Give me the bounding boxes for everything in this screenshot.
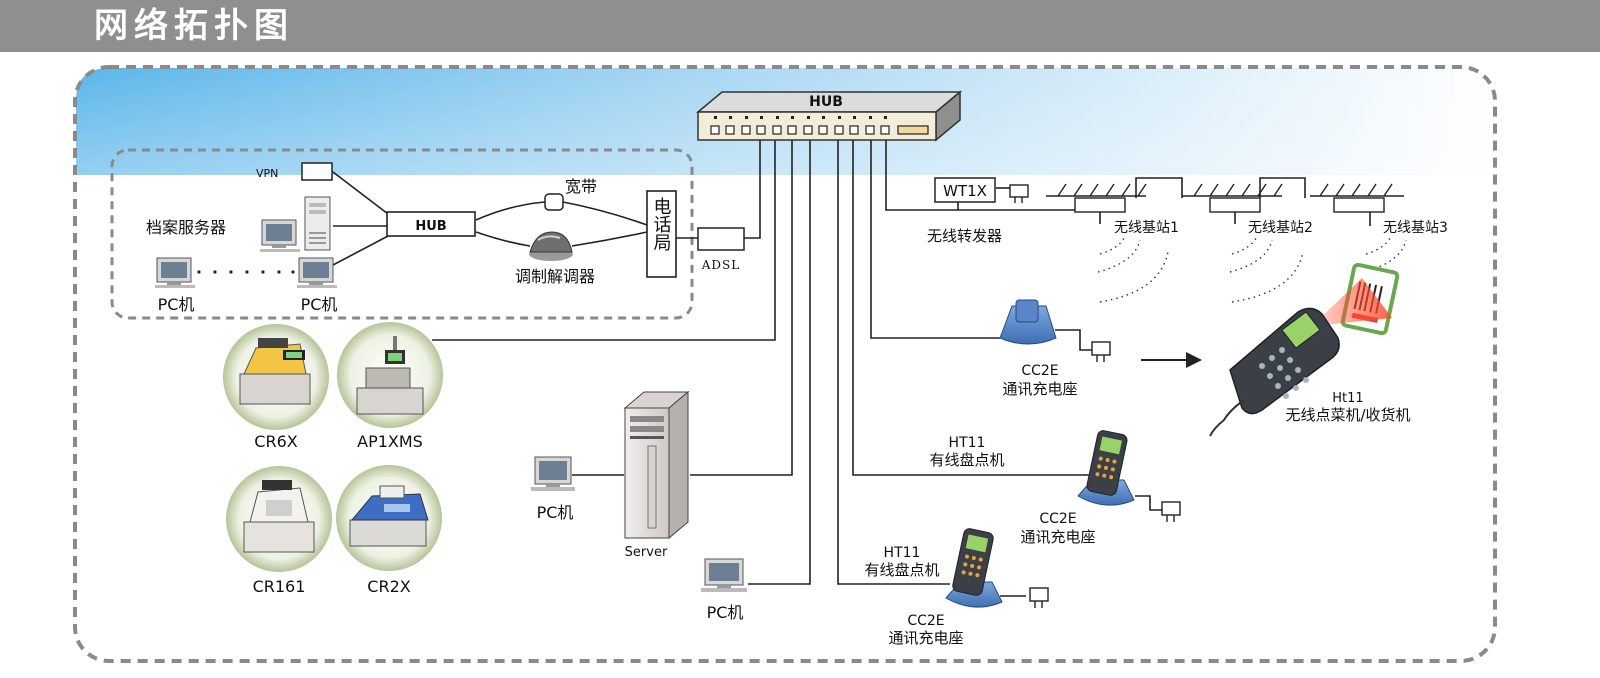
- ap1xms-register-icon: [356, 336, 424, 415]
- cr6x-register-icon: [239, 338, 311, 405]
- wired-2-device-icon: [945, 528, 1003, 608]
- server-pc-icon: [531, 456, 575, 491]
- broadband-box: [544, 193, 564, 211]
- vpn-box: [301, 162, 333, 181]
- base-station-1-icon: [1046, 183, 1147, 213]
- pc-left-icon: [155, 257, 195, 288]
- lan-dashed-frame: [110, 148, 694, 320]
- pc-right-icon: [297, 257, 337, 288]
- base-station-2-icon: [1182, 183, 1283, 213]
- adsl-label: ADSL: [701, 258, 740, 272]
- page-title: 网络拓扑图: [94, 6, 294, 46]
- pos-group: CR6X AP1XMS CR161 CR2X: [223, 322, 443, 596]
- bottom-pc-label: PC机: [707, 603, 744, 622]
- wired-1-model: HT11: [949, 435, 986, 451]
- server-label: Server: [625, 545, 668, 560]
- scan-beam: [1312, 278, 1392, 326]
- adsl-box: [697, 227, 745, 251]
- lan-hub-box: [386, 211, 476, 237]
- pc-ellipsis: [197, 270, 295, 274]
- telecom-box: [646, 190, 677, 278]
- cr2x-label: CR2X: [367, 577, 410, 596]
- wt1x-box: [934, 177, 996, 203]
- base-station-1-label: 无线基站1: [1114, 219, 1179, 236]
- header-bar: 网络拓扑图: [0, 0, 1600, 52]
- rack-server-icon: [623, 390, 690, 540]
- wireless-group: WT1X 无线转发器: [927, 177, 1448, 303]
- handheld-scanner-icon: [1209, 307, 1340, 437]
- cr161-register-icon: [243, 480, 315, 553]
- handheld-model: Ht11: [1332, 391, 1363, 406]
- wired-2-model: HT11: [884, 545, 921, 561]
- cr2x-register-icon: [349, 485, 429, 547]
- base-station-3-icon: [1310, 183, 1404, 213]
- handheld-name: 无线点菜机/收货机: [1285, 406, 1410, 424]
- tower-server-icon: [304, 196, 331, 251]
- modem-icon: [529, 231, 573, 261]
- modem-label: 调制解调器: [515, 267, 595, 286]
- handheld-group: Ht11 无线点菜机/收货机: [1209, 262, 1411, 437]
- cradle-2-model: CC2E: [1039, 511, 1076, 527]
- wired-1-plug-icon: [1161, 501, 1181, 522]
- wired-1-group: HT11 有线盘点机 CC2E 通讯充电座: [929, 430, 1181, 546]
- ap1xms-label: AP1XMS: [357, 432, 423, 451]
- wired-2-name: 有线盘点机: [864, 561, 939, 579]
- pc-right-label: PC机: [301, 295, 338, 314]
- base-station-2-label: 无线基站2: [1248, 219, 1313, 236]
- outer-dashed-frame: [73, 65, 1497, 663]
- vpn-label: VPN: [256, 167, 278, 180]
- hub-ports: [710, 125, 929, 135]
- cradle-3-model: CC2E: [907, 613, 944, 629]
- cradle-1-plug-icon: [1091, 341, 1111, 362]
- cradle-3-name: 通讯充电座: [888, 629, 963, 647]
- repeater-label: 无线转发器: [927, 227, 1002, 245]
- hub-leds: [714, 116, 887, 119]
- server-group: Server PC机 PC机: [531, 390, 747, 622]
- wired-1-device-icon: [1077, 430, 1135, 506]
- cradle-1-name: 通讯充电座: [1002, 380, 1077, 398]
- cradle-1-group: CC2E 通讯充电座: [999, 299, 1202, 398]
- wired-2-plug-icon: [1029, 587, 1049, 608]
- base-station-3-label: 无线基站3: [1383, 219, 1448, 236]
- server-pc-label: PC机: [537, 503, 574, 522]
- wired-1-name: 有线盘点机: [929, 451, 1004, 469]
- bottom-pc-icon: [701, 558, 747, 592]
- cr6x-label: CR6X: [254, 432, 297, 451]
- telecom-label: 电话局: [651, 197, 672, 252]
- archive-server-label: 档案服务器: [146, 218, 226, 237]
- wt1x-plug-icon: [1009, 184, 1029, 203]
- connection-lines: [332, 140, 1371, 597]
- main-hub: HUB: [695, 90, 963, 142]
- lan-group: VPN HUB 宽带 调制解调器 电话局 ADSL 档案服务器: [146, 162, 745, 314]
- cradle-1-model: CC2E: [1021, 363, 1058, 379]
- cradle-2-name: 通讯充电座: [1020, 528, 1095, 546]
- pc-left-label: PC机: [158, 295, 195, 314]
- arrow-right-icon: [1141, 352, 1202, 368]
- cradle-1-icon: [999, 299, 1057, 345]
- main-hub-label: HUB: [809, 94, 843, 110]
- lan-hub-label: HUB: [415, 219, 446, 234]
- cr161-label: CR161: [253, 577, 306, 596]
- broadband-label: 宽带: [565, 177, 597, 196]
- wt1x-label: WT1X: [943, 182, 987, 200]
- wired-2-group: HT11 有线盘点机 CC2E 通讯充电座: [864, 528, 1049, 647]
- archive-pc-icon: [260, 219, 300, 252]
